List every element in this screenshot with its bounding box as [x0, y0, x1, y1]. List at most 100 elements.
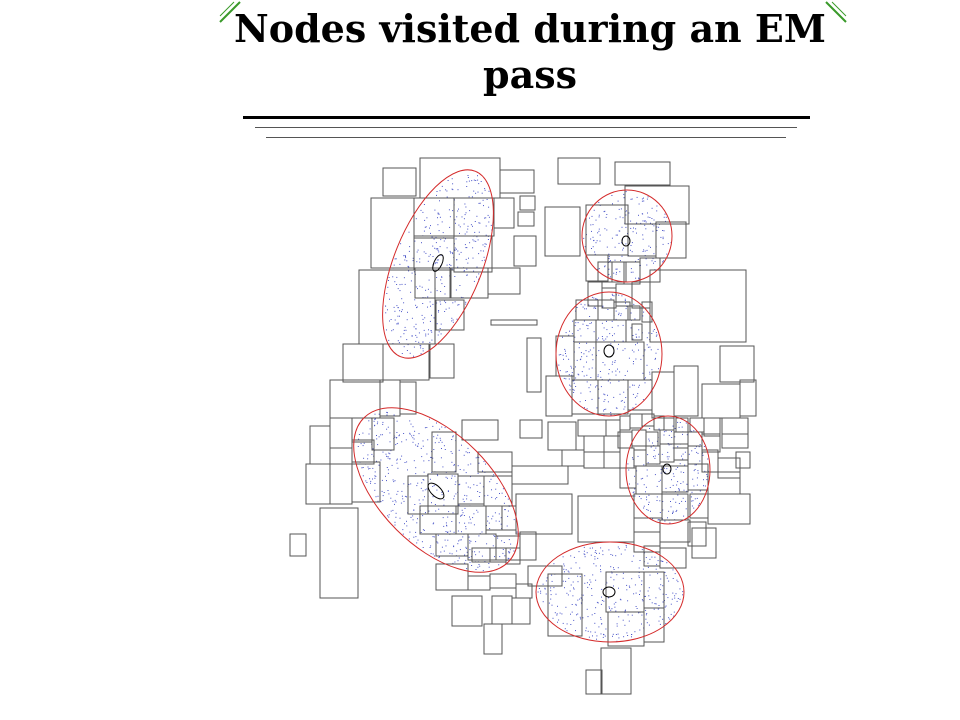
data-point — [582, 594, 584, 596]
data-point — [387, 469, 389, 471]
data-point — [646, 337, 648, 339]
data-point — [439, 200, 440, 202]
data-point — [702, 454, 704, 456]
data-point — [453, 495, 455, 497]
data-point — [619, 393, 621, 395]
data-point — [485, 234, 487, 236]
data-point — [573, 392, 575, 393]
data-point — [660, 578, 662, 580]
tree-node-rect — [633, 449, 647, 467]
data-point — [652, 518, 654, 520]
corner-ornament-left-icon — [219, 1, 241, 23]
data-point — [593, 331, 595, 333]
data-point — [608, 268, 610, 270]
data-point — [388, 277, 390, 278]
data-point — [466, 274, 468, 276]
tree-node-rect — [585, 254, 609, 282]
data-point — [463, 218, 465, 220]
data-point — [504, 555, 506, 557]
data-point — [660, 472, 662, 474]
data-point — [402, 498, 404, 500]
data-point — [647, 454, 649, 456]
data-point — [387, 457, 389, 459]
data-point — [404, 462, 406, 463]
data-point — [463, 515, 465, 516]
data-point — [615, 601, 617, 603]
data-point — [606, 320, 607, 322]
data-point — [616, 574, 618, 576]
data-point — [562, 354, 564, 356]
data-point — [634, 318, 636, 320]
tree-node-rect — [511, 597, 531, 625]
data-point — [679, 598, 681, 600]
data-point — [590, 631, 592, 633]
data-point — [563, 563, 565, 565]
data-point — [583, 375, 585, 377]
data-point — [652, 442, 653, 444]
data-point — [396, 443, 398, 444]
data-point — [457, 465, 459, 467]
data-point — [376, 435, 377, 436]
data-point — [635, 403, 637, 405]
data-point — [596, 385, 598, 387]
data-point — [573, 588, 575, 590]
data-point — [606, 214, 608, 215]
data-point — [426, 453, 428, 455]
data-point — [600, 571, 602, 573]
data-point — [636, 342, 638, 344]
data-point — [642, 220, 644, 222]
data-point — [577, 373, 579, 375]
data-point — [407, 344, 409, 346]
data-point — [430, 305, 431, 307]
data-point — [602, 305, 604, 307]
data-point — [630, 268, 632, 270]
data-point — [596, 552, 597, 554]
data-point — [374, 475, 376, 477]
data-point — [615, 370, 617, 372]
data-point — [613, 567, 614, 569]
data-point — [635, 277, 637, 279]
data-point — [427, 288, 429, 290]
data-point — [545, 580, 547, 582]
data-point — [559, 370, 561, 372]
tree-node-rect — [451, 595, 483, 627]
data-point — [595, 550, 597, 552]
data-point — [427, 306, 428, 308]
data-point — [419, 261, 421, 263]
data-point — [391, 330, 393, 332]
data-point — [642, 234, 644, 236]
data-point — [681, 426, 683, 428]
data-point — [400, 243, 402, 245]
data-point — [454, 249, 456, 251]
data-point — [484, 217, 486, 219]
data-point — [639, 590, 641, 592]
data-point — [484, 243, 486, 245]
data-point — [623, 408, 625, 410]
data-point — [662, 561, 664, 562]
data-point — [630, 220, 632, 222]
tree-node-rect — [429, 343, 455, 379]
data-point — [484, 259, 486, 261]
data-point — [663, 260, 664, 262]
data-point — [441, 221, 443, 223]
data-point — [574, 325, 576, 327]
tree-node-rect — [419, 157, 501, 199]
data-point — [586, 608, 588, 610]
data-point — [461, 509, 463, 511]
data-point — [627, 370, 628, 372]
data-point — [422, 341, 424, 343]
data-point — [453, 545, 455, 547]
data-point — [435, 236, 437, 238]
data-point — [594, 622, 596, 624]
data-point — [625, 308, 627, 310]
tree-node-rect — [631, 281, 651, 309]
data-point — [413, 271, 415, 273]
data-point — [386, 411, 388, 413]
data-point — [411, 272, 413, 274]
data-point — [441, 491, 443, 493]
data-point — [439, 328, 441, 329]
data-point — [538, 588, 540, 589]
data-point — [645, 614, 647, 616]
data-point — [638, 496, 640, 497]
data-point — [392, 276, 394, 278]
